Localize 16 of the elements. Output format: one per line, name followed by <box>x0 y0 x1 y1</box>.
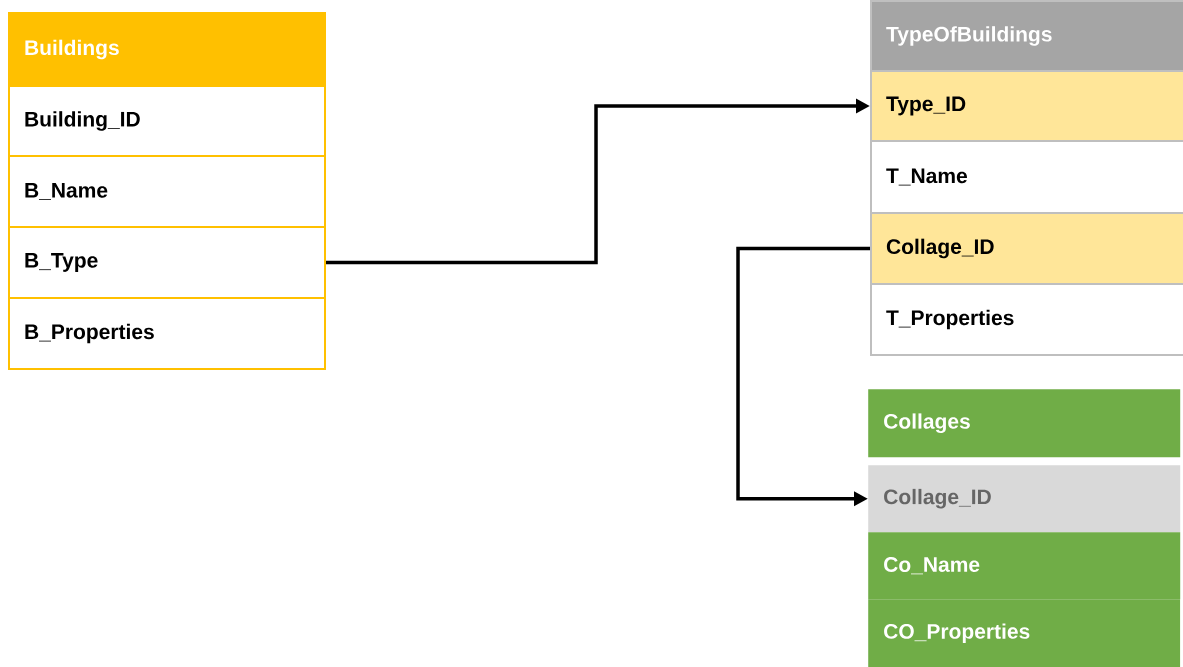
field-row: B_Properties <box>8 297 326 370</box>
field-row: CO_Properties <box>868 599 1181 667</box>
field-row: Collage_ID <box>870 212 1183 285</box>
field-row: Building_ID <box>8 85 326 157</box>
field-row: B_Name <box>8 155 326 228</box>
table-header: TypeOfBuildings <box>870 0 1183 72</box>
table-header: Collages <box>868 389 1181 458</box>
field-row: Type_ID <box>870 70 1183 142</box>
field-row: B_Type <box>8 226 326 299</box>
table-header: Buildings <box>8 12 326 87</box>
node-label: Co_Name <box>884 557 980 575</box>
field-row: T_Properties <box>870 283 1183 356</box>
field-row: T_Name <box>870 140 1183 214</box>
field-row: Co_Name <box>868 532 1181 600</box>
field-row: Collage_ID <box>868 465 1181 533</box>
node-label: CO_Properties <box>884 623 1030 643</box>
